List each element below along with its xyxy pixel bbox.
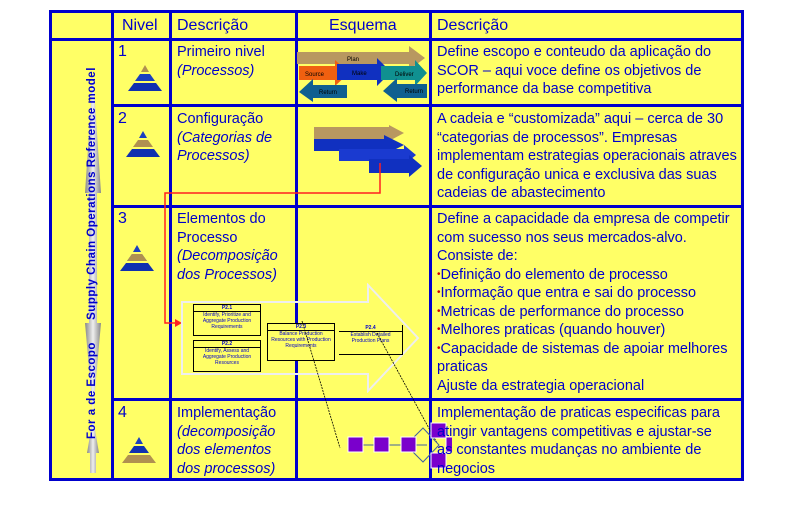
level-number: 2 [118,110,127,127]
text: Establish Detailed Production Plans [350,332,391,344]
level-4-implementation-flow [301,320,452,469]
bullet-item: •Definição do elemento de processo [437,266,668,283]
pyramid-level-2-icon [126,131,160,157]
row-1-description: Define escopo e conteudo da aplicação do… [437,44,712,97]
return-label: Return [319,90,337,96]
divider [295,13,298,478]
row-3-title: Elementos do Processo(Decomposição dos P… [177,210,295,284]
source-arrow [299,60,349,86]
subtitle: (decomposição dos elementos dos processo… [177,423,276,477]
subtitle: (Categorias de Processos) [177,129,273,165]
deliver-label: Deliver [395,72,414,78]
pyramid-level-4-icon [122,437,156,463]
row-3-description: Define a capacidade da empresa de compet… [437,210,737,395]
scope-arrow-icon [85,73,101,473]
level-number: 4 [118,404,127,421]
header-descricao: Descrição [177,17,249,34]
plan-arrow [297,46,425,70]
pyramid-level-1-icon [128,65,162,91]
bullet-item: •Melhores praticas (quando houver) [437,322,666,338]
text: Balance Production Resources with Produc… [271,331,331,349]
scor-model-label: Supply Chain Operations Reference model [86,67,98,320]
scor-levels-table: Nivel Descrição Esquema Descrição For a … [49,10,744,481]
row-4-description: Implementação de praticas especificas pa… [437,405,720,477]
divider [429,13,432,478]
divider [111,13,114,478]
deliver-arrow [381,60,427,86]
row-2-description: A cadeia e “customizada” aqui – cerca de… [437,111,737,201]
bullet-item: •Capacidade de sistemas de apoiar melhor… [437,340,728,376]
id: P2.3 [268,324,334,331]
text: Identify, Prioritize and Aggregate Produ… [202,312,252,330]
level-3-process-elements-arrow [181,283,420,393]
header-esquema: Esquema [329,17,397,34]
make-arrow [337,58,391,86]
divider [111,104,741,107]
row-2-title: Configuração (Categorias de Processos) [177,110,292,166]
level-number: 1 [118,43,127,60]
bullet-item: •Metricas de performance do processo [437,303,684,320]
header-descricao-2: Descrição [437,17,509,34]
title: Implementação [177,405,277,421]
closing: Ajuste da estrategia operacional [437,377,645,394]
source-label: Source [305,72,325,78]
side-label: For a de Escopo Supply Chain Operations … [86,39,98,439]
id: P2.1 [194,305,260,312]
divider [52,38,741,41]
return-label: Return [405,89,423,95]
id: P2.2 [194,341,260,348]
divider [111,205,741,208]
row-1-title: Primeiro nivel (Processos) [177,43,265,80]
make-label: Make [352,71,367,77]
divider [111,398,741,401]
plan-label: Plan [347,57,359,63]
return-arrow-left [299,79,347,102]
subtitle: (Processos) [177,62,255,79]
pyramid-level-3-icon [120,245,154,271]
id: P2.4 [339,325,402,332]
bullet-item: •Informação que entra e sai do processo [437,285,697,301]
level-1-process-schema: Plan Source Make Deliver Return Return [297,46,427,102]
intro: Define a capacidade da empresa de compet… [437,211,730,264]
return-arrow-right [383,78,427,102]
header-nivel: Nivel [122,17,158,34]
scope-out-label: For a de Escopo [86,342,98,439]
text: Identify, Assess and Aggregate Productio… [202,348,252,366]
title: Elementos do Processo [177,211,266,246]
level-2-process-categories-schema [314,125,422,177]
title: Configuração [177,111,264,127]
level-number: 3 [118,210,127,227]
title: Primeiro nivel [177,44,265,60]
divider [169,13,172,478]
connector-arrow [164,163,381,327]
subtitle: (Decomposição dos Processos) [177,248,278,283]
row-4-title: Implementação (decomposição dos elementos… [177,404,295,478]
